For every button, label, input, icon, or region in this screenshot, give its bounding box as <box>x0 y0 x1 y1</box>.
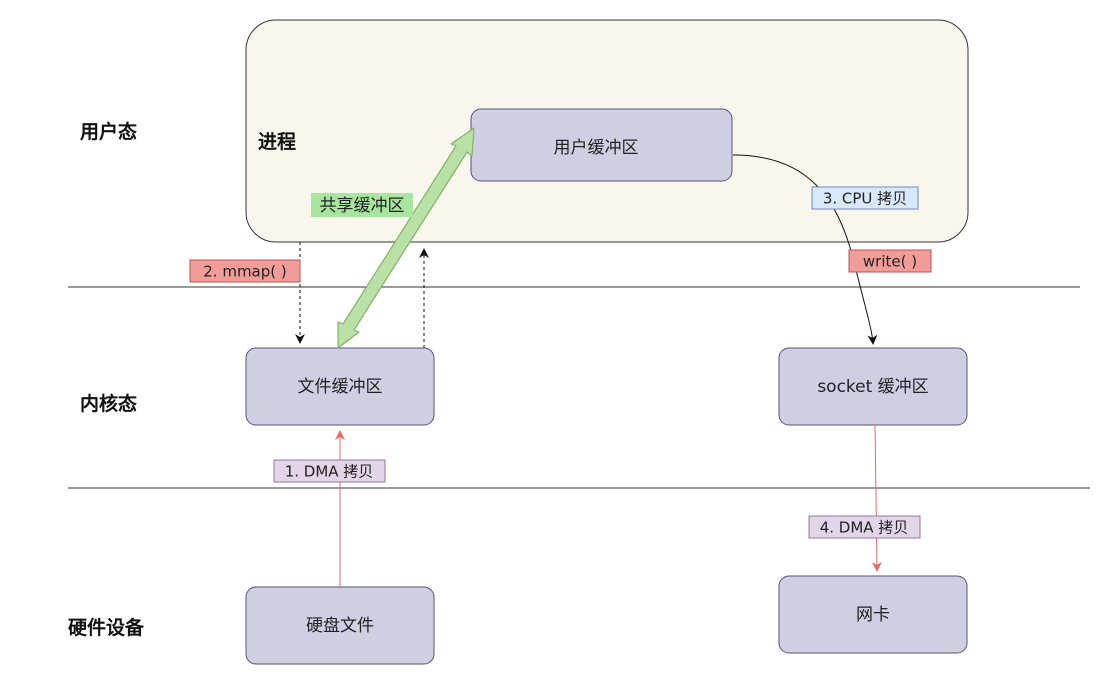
hardware-label: 硬件设备 <box>68 616 145 639</box>
mmap-tag-bg <box>189 259 301 283</box>
mmap-tag: 2. mmap( ) <box>203 263 287 281</box>
cpu-copy-tag: 3. CPU 拷贝 <box>823 190 907 208</box>
socket-buffer-box <box>778 347 968 426</box>
socket-buffer-label: socket 缓冲区 <box>817 377 928 397</box>
user-buffer-label: 用户缓冲区 <box>554 138 639 158</box>
write-tag-bg <box>848 249 932 273</box>
shared-buffer-tag: 共享缓冲区 <box>320 196 405 216</box>
process-label: 进程 <box>258 131 296 153</box>
cpu-copy-arrow <box>732 154 878 345</box>
write-tag: write( ) <box>863 253 917 271</box>
dma-copy-tag-4-bg <box>808 515 921 539</box>
file-buffer-box <box>245 347 435 426</box>
nic-box <box>778 575 968 654</box>
dma-copy-tag-1-bg <box>273 459 386 483</box>
dma-copy-arrow-4 <box>871 424 882 572</box>
shared-buffer-tag-bg <box>311 193 413 217</box>
nic-label: 网卡 <box>856 605 890 625</box>
kernel-mode-label: 内核态 <box>80 392 137 415</box>
dma-copy-tag-1: 1. DMA 拷贝 <box>285 463 374 481</box>
cpu-copy-tag-bg <box>811 186 919 210</box>
dma-copy-tag-4: 4. DMA 拷贝 <box>820 519 909 537</box>
shared-buffer-arrow <box>337 127 475 349</box>
disk-file-label: 硬盘文件 <box>306 616 374 636</box>
user-mode-label: 用户态 <box>80 120 137 143</box>
file-buffer-label: 文件缓冲区 <box>298 377 383 397</box>
